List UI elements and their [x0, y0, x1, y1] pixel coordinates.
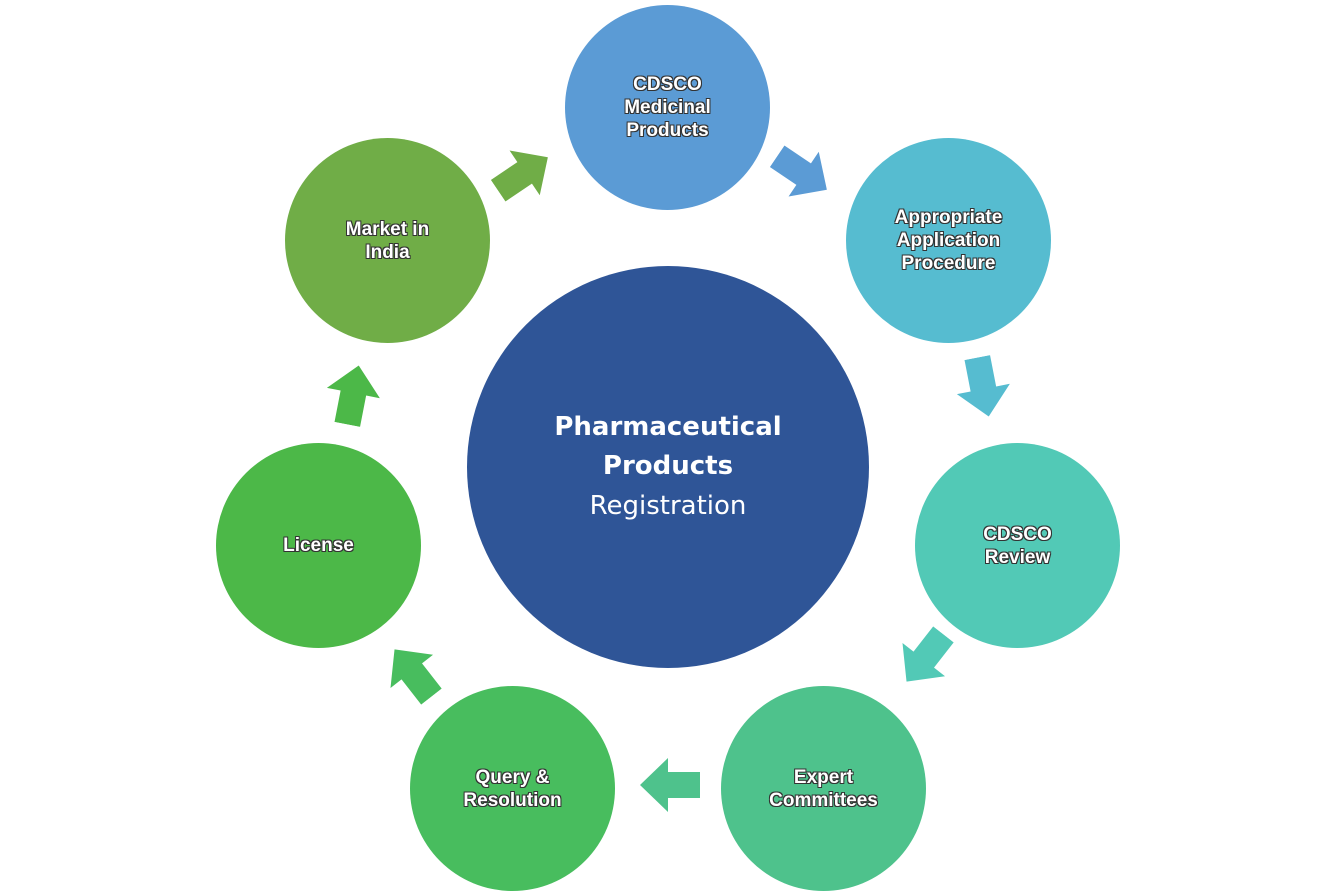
step-cdsco-review: CDSCO Review: [915, 443, 1120, 648]
step-label: Appropriate Application Procedure: [894, 207, 1003, 274]
center-title-line1: Pharmaceutical: [554, 412, 782, 442]
step-appropriate-application-procedure: Appropriate Application Procedure: [846, 138, 1051, 343]
step-label: License: [283, 535, 354, 556]
arrow-right-icon: [483, 135, 563, 213]
step-label: Query & Resolution: [463, 766, 562, 811]
arrow-right-icon: [762, 134, 842, 212]
center-title-line3: Registration: [589, 491, 747, 521]
arrow-right-icon: [640, 758, 700, 812]
step-query-resolution: Query & Resolution: [410, 686, 615, 891]
step-label: CDSCO Review: [983, 523, 1052, 568]
step-cdsco-medicinal-products: CDSCO Medicinal Products: [565, 5, 770, 210]
arrow-right-icon: [951, 352, 1015, 421]
step-expert-committees: Expert Committees: [721, 686, 926, 891]
arrow-right-icon: [321, 360, 385, 429]
step-market-in-india: Market in India: [285, 138, 490, 343]
arrow-right-icon: [373, 633, 452, 714]
center-circle: Pharmaceutical Products Registration: [467, 266, 869, 668]
arrow-right-icon: [885, 618, 964, 699]
step-label: CDSCO Medicinal Products: [624, 74, 711, 141]
step-license: License: [216, 443, 421, 648]
step-label: Market in India: [345, 218, 430, 263]
step-label: Expert Committees: [769, 766, 878, 811]
center-title-line2: Products: [602, 451, 734, 481]
